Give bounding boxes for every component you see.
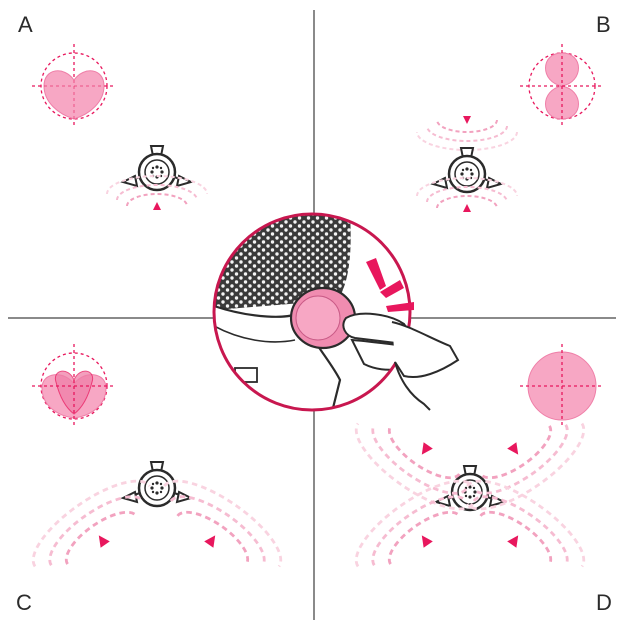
quadrant-a: [32, 44, 208, 211]
quadrant-d: [342, 344, 604, 587]
microphone-top-view-icon: [121, 460, 193, 508]
microphone-top-view-icon: [121, 144, 193, 192]
quadrant-label-b: B: [596, 12, 611, 37]
quadrant-c: [19, 344, 295, 587]
omni-pattern-icon: [520, 344, 604, 428]
cardioid-pattern-icon: [32, 44, 116, 128]
quadrant-b: [416, 44, 604, 213]
microphone-top-view-icon: [434, 464, 506, 512]
microphone-pattern-button-press-icon: [212, 212, 460, 412]
stereo-pattern-icon: [32, 344, 116, 428]
quadrant-label-d: D: [596, 590, 612, 615]
figure-8-pattern-icon: [520, 44, 604, 128]
quadrant-label-a: A: [18, 12, 33, 37]
microphone-top-view-icon: [431, 146, 503, 194]
quadrant-label-c: C: [16, 590, 32, 615]
sound-wave-rear-icon: [416, 115, 518, 151]
